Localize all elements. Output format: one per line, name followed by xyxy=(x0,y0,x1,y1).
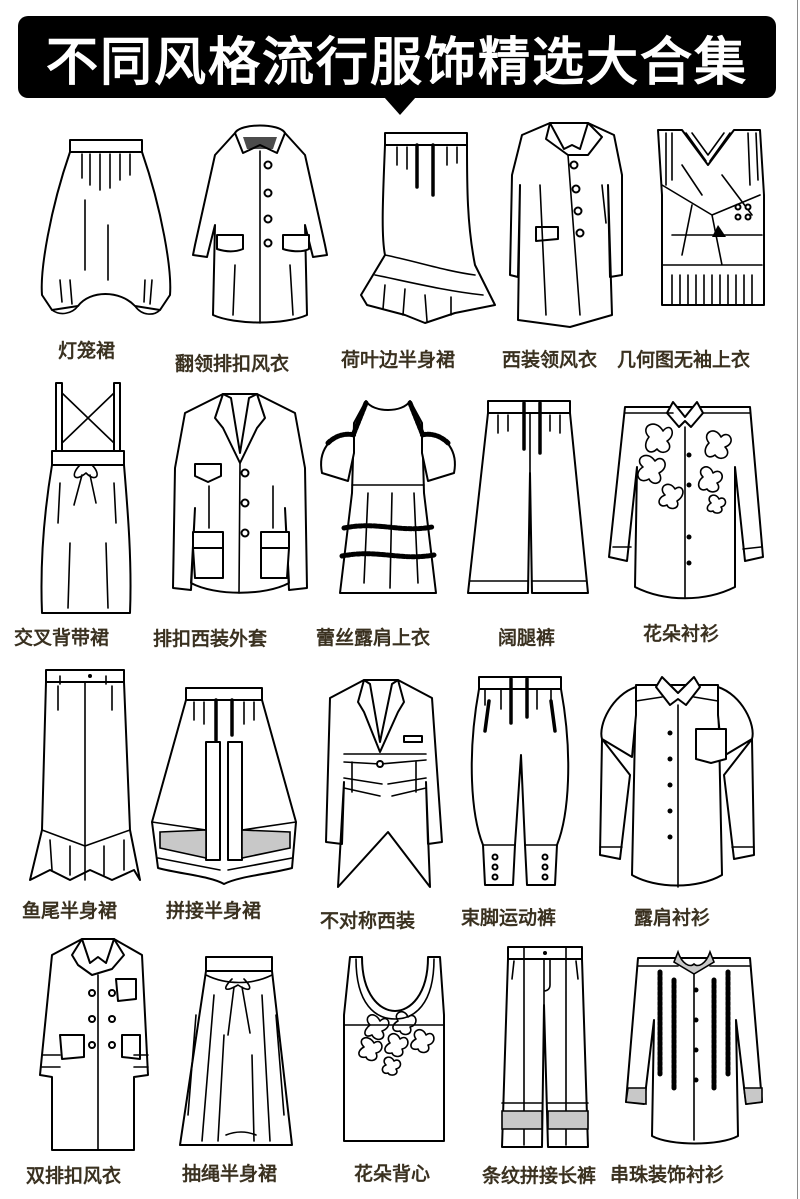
garment-card-suit-collar-trench-coat: 西装领风衣 xyxy=(502,115,630,371)
garment-label: 鱼尾半身裙 xyxy=(22,900,118,922)
mermaid-skirt-icon xyxy=(29,669,141,881)
garment-card-flower-vest: 花朵背心 xyxy=(340,955,450,1185)
garment-card-ruffle-hem-skirt: 荷叶边半身裙 xyxy=(341,125,500,371)
lapel-button-trench-coat-icon xyxy=(192,124,328,324)
garment-card-double-breasted-trench-coat: 双排扣风衣 xyxy=(26,935,153,1187)
garment-label: 双排扣风衣 xyxy=(26,1165,122,1187)
beaded-shirt-icon xyxy=(625,949,763,1145)
jogger-pants-icon xyxy=(470,676,570,886)
lantern-skirt-icon xyxy=(40,139,172,315)
lace-cold-shoulder-top-icon xyxy=(320,400,456,594)
garment-card-beaded-shirt: 串珠装饰衬衫 xyxy=(610,949,770,1186)
garment-card-drawstring-skirt: 抽绳半身裙 xyxy=(166,955,306,1185)
buttoned-blazer-icon xyxy=(172,393,308,594)
banner-pointer xyxy=(384,97,416,115)
garment-label: 阔腿裤 xyxy=(498,627,556,649)
patchwork-skirt-icon xyxy=(151,687,297,885)
garment-card-lapel-button-trench-coat: 翻领排扣风衣 xyxy=(175,115,335,375)
garment-card-patchwork-skirt: 拼接半身裙 xyxy=(150,680,300,922)
garment-card-cross-strap-skirt: 交叉背带裙 xyxy=(14,382,140,649)
garment-label: 束脚运动裤 xyxy=(461,907,557,929)
cross-strap-skirt-icon xyxy=(40,382,132,614)
striped-patchwork-pants-icon xyxy=(501,946,589,1148)
title-banner: 不同风格流行服饰精选大合集 xyxy=(18,16,776,98)
garment-label: 交叉背带裙 xyxy=(14,627,110,649)
garment-label: 灯笼裙 xyxy=(58,340,116,362)
garment-card-mermaid-skirt: 鱼尾半身裙 xyxy=(22,669,150,922)
garment-label: 花朵衬衫 xyxy=(643,623,720,645)
garment-card-flower-shirt: 花朵衬衫 xyxy=(605,397,770,645)
garment-label: 条纹拼接长裤 xyxy=(482,1165,597,1187)
suit-collar-trench-coat-icon xyxy=(509,122,623,328)
geometric-sleeveless-top-icon xyxy=(657,129,765,306)
garment-label: 串珠装饰衬衫 xyxy=(610,1164,725,1186)
flower-vest-icon xyxy=(343,956,445,1142)
garment-label: 排扣西装外套 xyxy=(153,628,268,650)
garment-card-geometric-sleeveless-top: 几何图无袖上衣 xyxy=(617,125,772,371)
garment-label: 几何图无袖上衣 xyxy=(617,349,751,371)
garment-card-lantern-skirt: 灯笼裙 xyxy=(30,130,180,362)
garment-card-buttoned-blazer: 排扣西装外套 xyxy=(153,388,315,650)
garment-label: 翻领排扣风衣 xyxy=(175,353,290,375)
right-edge-rule xyxy=(797,0,798,1199)
ruffle-hem-skirt-icon xyxy=(360,132,496,324)
garment-label: 花朵背心 xyxy=(354,1163,431,1185)
garment-label: 西装领风衣 xyxy=(502,349,598,371)
garment-label: 蕾丝露肩上衣 xyxy=(316,627,431,649)
garment-card-asymmetric-suit: 不对称西装 xyxy=(318,672,448,932)
garment-card-wide-leg-pants: 阔腿裤 xyxy=(458,393,593,649)
cold-shoulder-shirt-icon xyxy=(599,676,755,888)
garment-label: 荷叶边半身裙 xyxy=(341,349,456,371)
drawstring-skirt-icon xyxy=(179,956,293,1146)
garment-card-striped-patchwork-pants: 条纹拼接长裤 xyxy=(482,945,600,1187)
asymmetric-suit-icon xyxy=(325,679,443,888)
garment-card-cold-shoulder-shirt: 露肩衬衫 xyxy=(592,675,762,929)
garment-label: 露肩衬衫 xyxy=(634,907,711,929)
garment-label: 拼接半身裙 xyxy=(166,900,262,922)
garment-label: 抽绳半身裙 xyxy=(182,1163,278,1185)
double-breasted-trench-coat-icon xyxy=(39,938,149,1151)
wide-leg-pants-icon xyxy=(467,400,589,594)
garment-card-lace-cold-shoulder-top: 蕾丝露肩上衣 xyxy=(316,393,458,649)
flower-shirt-icon xyxy=(608,401,764,600)
page-title: 不同风格流行服饰精选大合集 xyxy=(45,32,748,93)
garment-label: 不对称西装 xyxy=(320,910,416,932)
garment-card-jogger-pants: 束脚运动裤 xyxy=(461,675,580,929)
